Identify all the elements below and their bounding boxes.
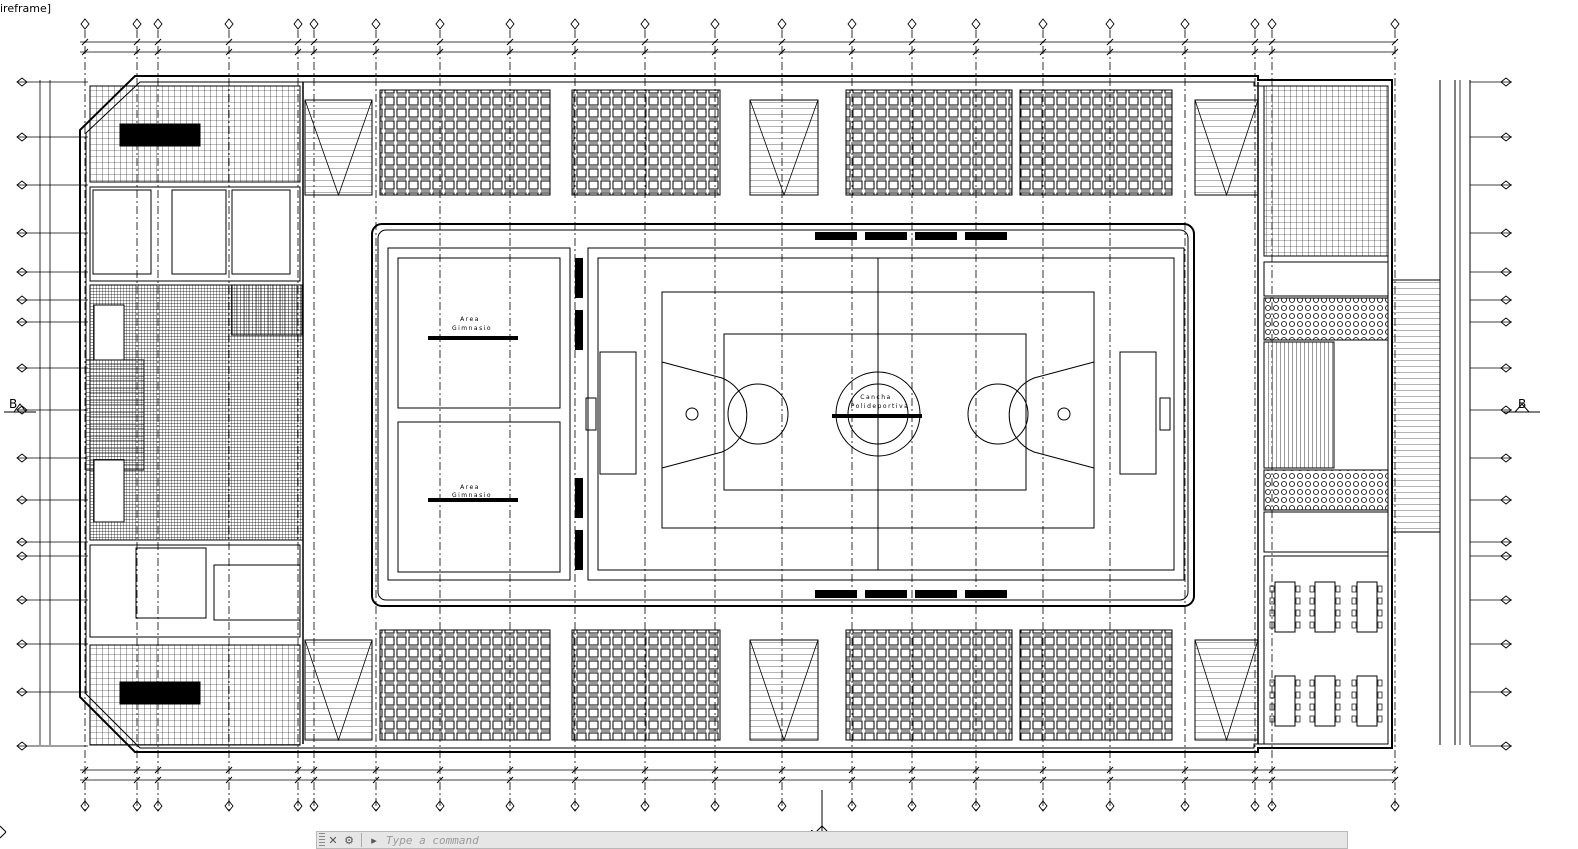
area-label-gym-bottom: Area xyxy=(460,484,480,491)
command-bar-grip-icon[interactable] xyxy=(319,833,325,847)
area-label-gym-bottom-2: Gimnasio xyxy=(452,492,492,499)
area-label-gym-top: Area xyxy=(460,316,480,323)
spectator-stands xyxy=(304,89,1259,742)
playing-area xyxy=(371,223,1195,607)
viewport-label[interactable]: ireframe] xyxy=(0,2,52,15)
section-mark-left: B xyxy=(9,397,17,411)
wrench-icon[interactable]: ⚙ xyxy=(344,833,354,847)
command-input[interactable] xyxy=(382,832,1347,848)
command-line-bar: ✕ ⚙ ▸ xyxy=(316,831,1348,849)
classroom-tables xyxy=(1269,581,1383,727)
area-label-court-2: Polideportiva xyxy=(851,403,910,410)
area-label-court: Cancha xyxy=(860,394,891,401)
area-label-gym-top-2: Gimnasio xyxy=(452,325,492,332)
command-bar-divider xyxy=(361,833,362,847)
command-history-icon[interactable]: ▸ xyxy=(371,833,377,847)
left-service-block xyxy=(85,85,304,746)
section-mark-right: B xyxy=(1518,397,1526,411)
right-service-block xyxy=(1263,80,1471,745)
court-labels: Area Gimnasio Area Gimnasio Cancha Polid… xyxy=(452,316,910,499)
dimension-lines xyxy=(39,38,1461,784)
close-icon[interactable]: ✕ xyxy=(328,833,338,847)
